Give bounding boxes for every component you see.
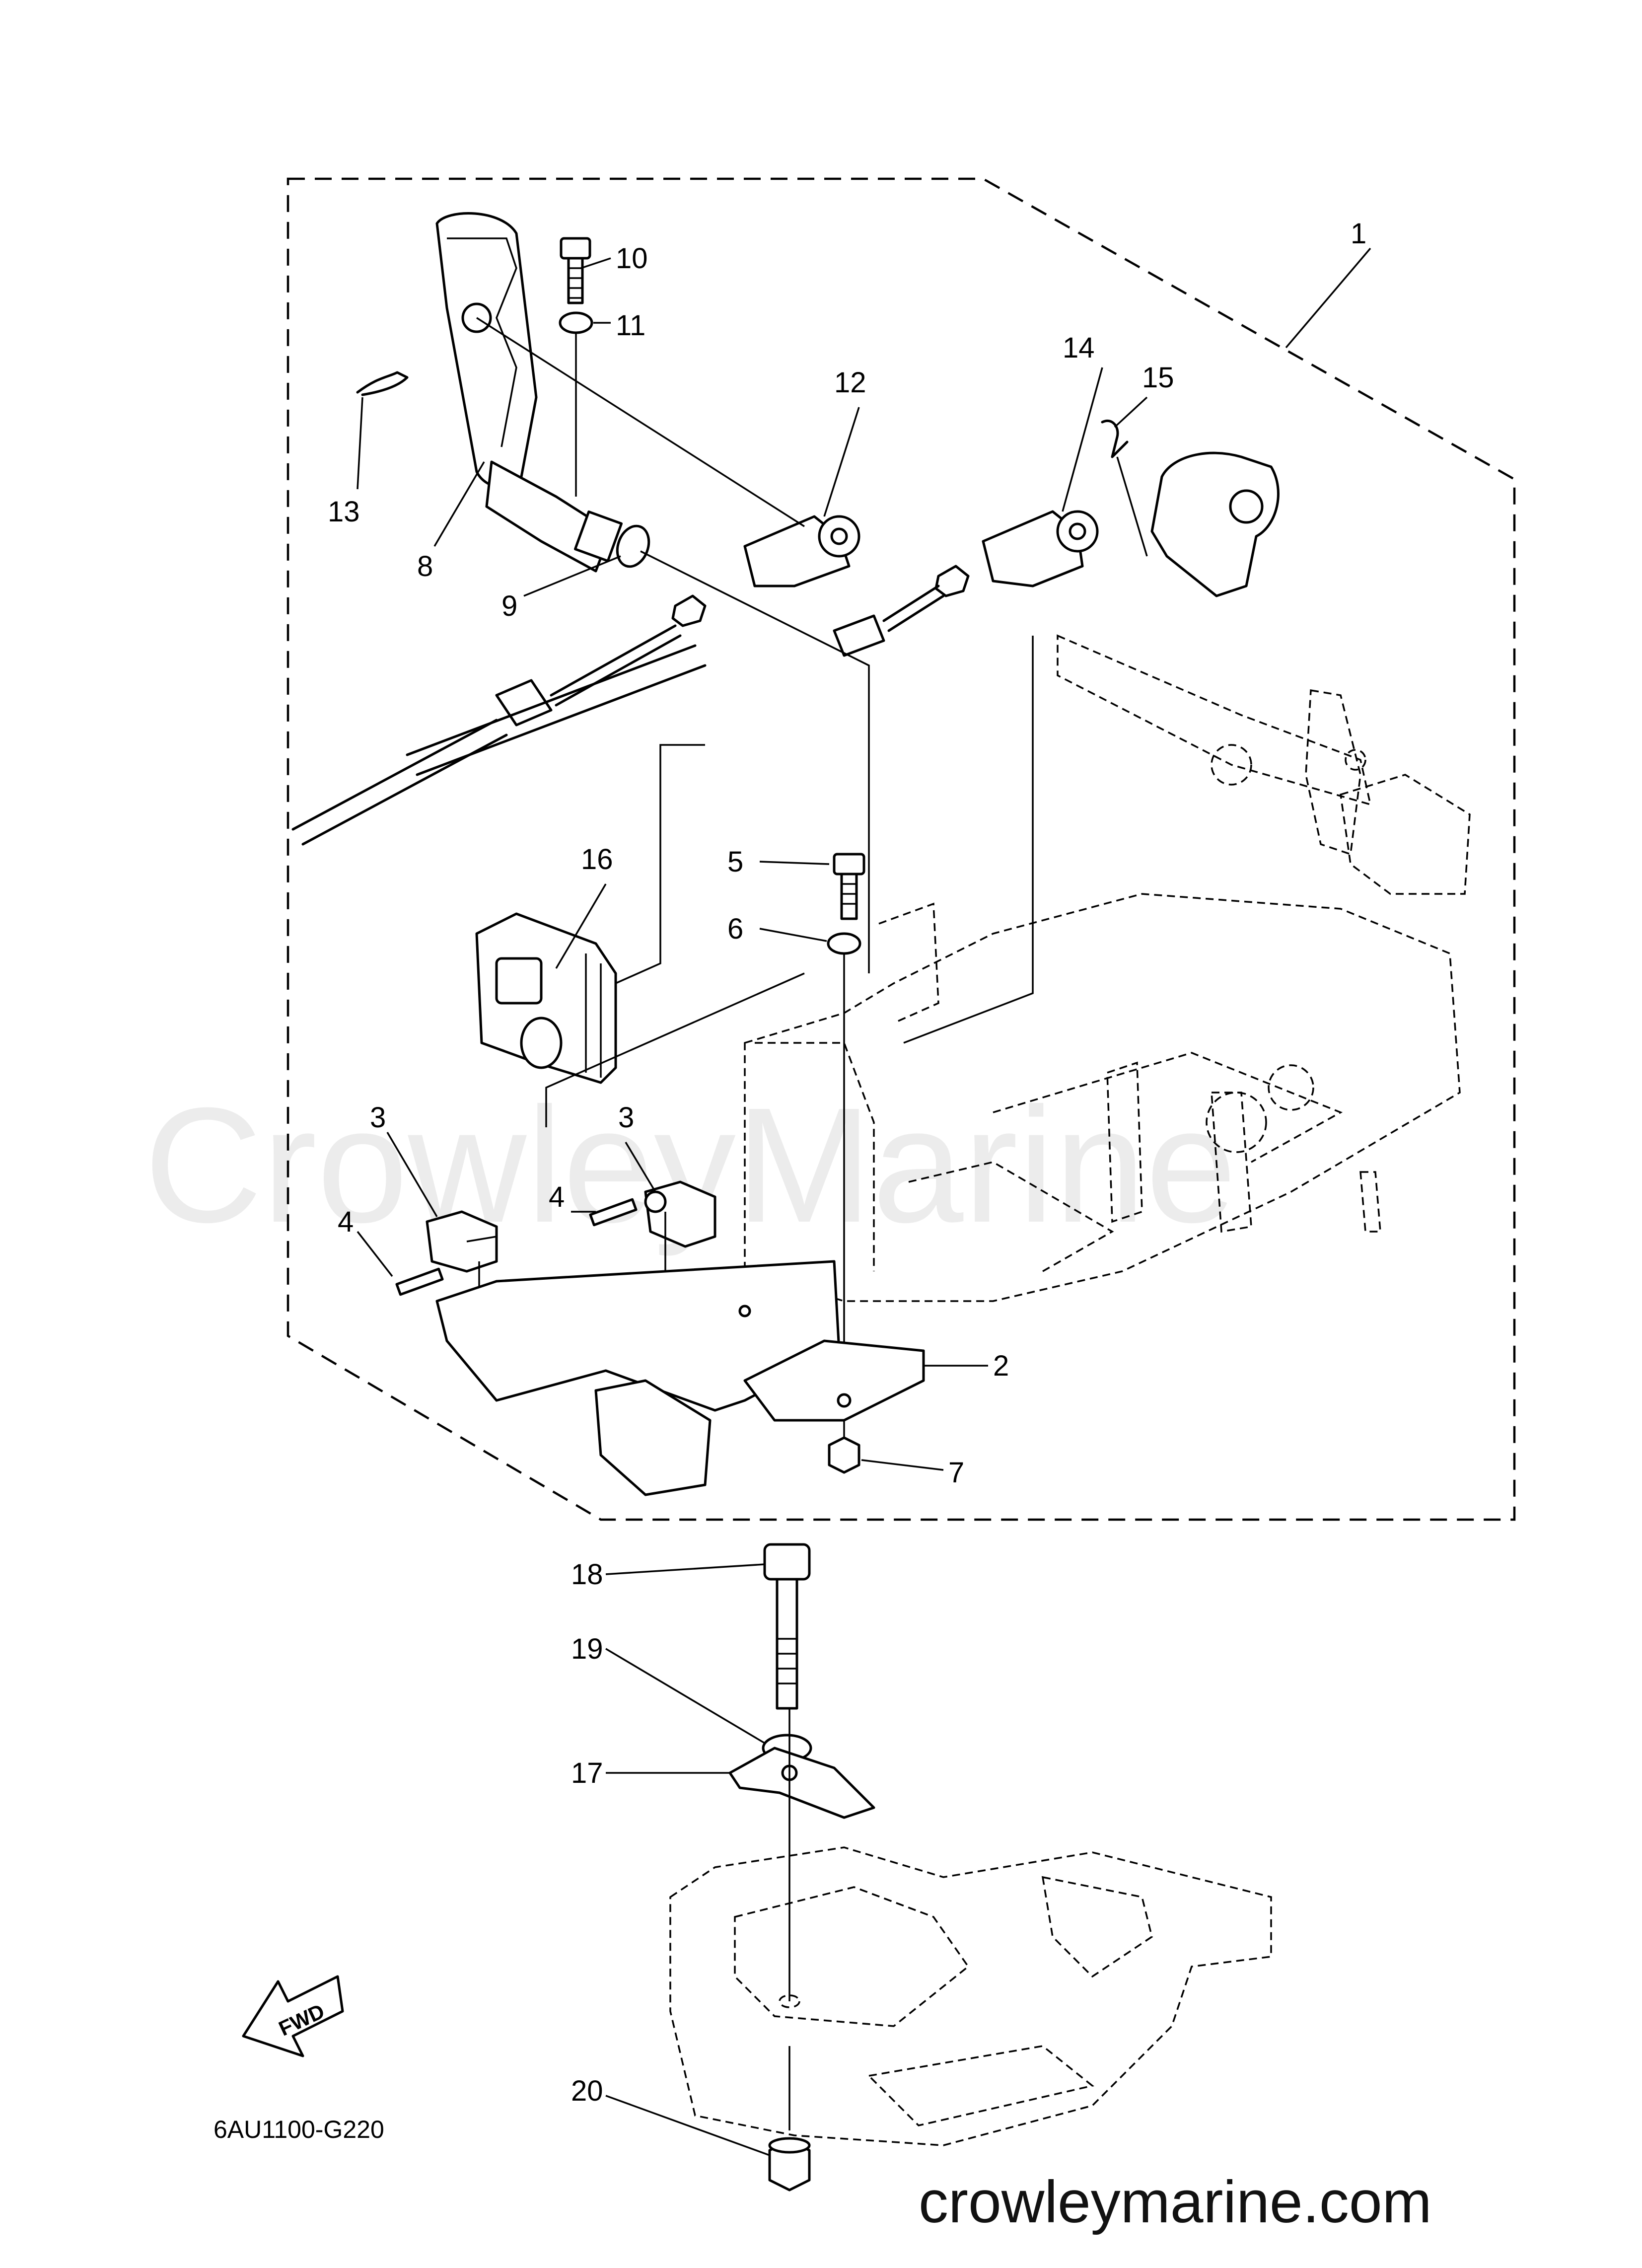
clip-13 bbox=[356, 371, 409, 396]
bolt-10 bbox=[560, 237, 591, 304]
callout-11: 11 bbox=[616, 309, 645, 342]
o-ring bbox=[616, 524, 650, 568]
callout-15: 15 bbox=[1142, 362, 1174, 394]
callout-18: 18 bbox=[571, 1558, 603, 1591]
assembly-boundary bbox=[286, 177, 1516, 1521]
bracket-17 bbox=[728, 1747, 875, 1819]
callout-12: 12 bbox=[834, 366, 866, 399]
drawing-code: 6AU1100-G220 bbox=[214, 2116, 384, 2143]
plate-2 bbox=[435, 1260, 925, 1496]
throttle-cable bbox=[406, 585, 945, 776]
steering-shaft bbox=[1057, 634, 1471, 895]
callout-10: 10 bbox=[616, 242, 648, 275]
callout-4-right: 4 bbox=[549, 1181, 565, 1213]
callout-3-right: 3 bbox=[618, 1101, 634, 1134]
cable-joint-12 bbox=[743, 515, 860, 587]
remote-control-lever bbox=[435, 212, 623, 573]
shift-cable bbox=[291, 624, 682, 846]
callout-8: 8 bbox=[417, 550, 433, 583]
nut-7 bbox=[828, 1436, 860, 1474]
bolt-5 bbox=[833, 853, 865, 920]
cable-nut-2 bbox=[934, 565, 970, 597]
engine-casing bbox=[744, 893, 1461, 1302]
callout-14: 14 bbox=[1063, 332, 1095, 364]
footer-url: crowleymarine.com bbox=[919, 2169, 1432, 2235]
cable-nut-1 bbox=[671, 594, 707, 627]
callout-13: 13 bbox=[328, 496, 360, 528]
callout-1: 1 bbox=[1351, 218, 1366, 250]
cable-joint-14 bbox=[982, 510, 1099, 587]
callout-5: 5 bbox=[727, 846, 743, 878]
washer-6 bbox=[827, 932, 861, 955]
callout-16: 16 bbox=[581, 843, 613, 876]
callout-7: 7 bbox=[948, 1457, 964, 1489]
clamp-3-left bbox=[426, 1210, 498, 1273]
nut-20 bbox=[768, 2137, 811, 2192]
pin-4-left bbox=[395, 1267, 444, 1296]
cover-16 bbox=[475, 912, 617, 1084]
bolt-18 bbox=[763, 1543, 811, 1710]
callout-labels: 1 10 11 12 14 15 13 8 9 16 5 6 3 3 4 4 2… bbox=[328, 218, 1366, 2107]
washer-11 bbox=[559, 311, 593, 334]
callout-6: 6 bbox=[727, 913, 743, 945]
callout-leaders bbox=[357, 247, 1371, 2156]
callout-2: 2 bbox=[993, 1350, 1009, 1382]
clamp-3-right bbox=[644, 1180, 716, 1248]
pin-4-right bbox=[589, 1198, 638, 1227]
callout-19: 19 bbox=[571, 1633, 603, 1665]
callout-3-left: 3 bbox=[370, 1101, 386, 1134]
fwd-arrow-icon: FWD bbox=[242, 1975, 344, 2057]
callout-20: 20 bbox=[571, 2075, 603, 2107]
throttle-arm bbox=[1150, 451, 1280, 597]
callout-9: 9 bbox=[501, 590, 517, 622]
bottom-cowling bbox=[669, 1846, 1272, 2146]
callout-17: 17 bbox=[571, 1757, 603, 1789]
callout-4-left: 4 bbox=[338, 1206, 354, 1238]
